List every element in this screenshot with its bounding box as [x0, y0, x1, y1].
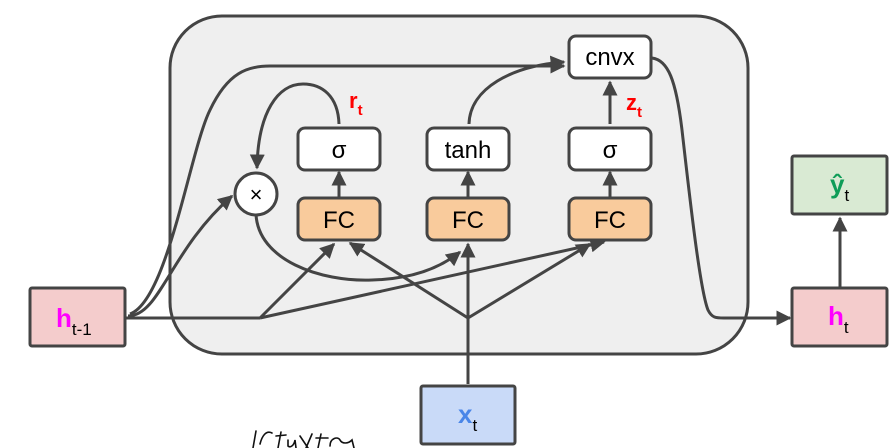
update-sigma-label: σ	[603, 137, 618, 164]
node-h-prev: ht-1	[28, 286, 127, 348]
node-candidate-tanh: tanh	[425, 126, 511, 172]
h-t-symbol: h	[828, 301, 844, 331]
reset-sigma-label: σ	[332, 137, 347, 164]
edge-multiply-to-candidate-fc	[254, 213, 462, 282]
candidate-fc-label: FC	[452, 207, 484, 234]
x-t-subscript: t	[472, 416, 477, 435]
node-update-sigma: σ	[567, 126, 653, 172]
node-update-fc: FC	[567, 196, 653, 242]
edge-xt-to-reset-fc	[348, 241, 469, 320]
reset-fc-label: FC	[323, 207, 355, 234]
y-hat-symbol: ŷ	[830, 169, 845, 199]
node-h-t: ht	[790, 286, 889, 348]
node-candidate-fc: FC	[425, 196, 511, 242]
svg-text:ŷt: ŷt	[830, 169, 849, 205]
update-fc-label: FC	[594, 207, 626, 234]
gru-cell-container	[168, 14, 750, 356]
edge-hprev-to-cnvx	[129, 58, 566, 316]
edge-hprev-to-reset-fc	[258, 242, 336, 320]
update-gate-label: zt	[626, 90, 642, 121]
multiply-icon: ×	[250, 182, 263, 207]
h-t-subscript: t	[844, 318, 849, 337]
edge-reset-to-multiply	[249, 82, 341, 170]
edge-xt-to-update-fc	[467, 242, 592, 320]
node-y-hat: ŷt	[790, 154, 889, 216]
h-prev-symbol: h	[56, 303, 72, 333]
svg-text:xt: xt	[458, 399, 477, 435]
y-hat-subscript: t	[844, 186, 849, 205]
node-reset-fc: FC	[296, 196, 382, 242]
node-multiply: ×	[233, 171, 279, 217]
edge-tanh-to-cnvx	[467, 55, 566, 125]
svg-text:ht: ht	[828, 301, 849, 337]
handwritten-annotation	[252, 430, 355, 448]
candidate-tanh-label: tanh	[445, 137, 492, 164]
svg-text:ht-1: ht-1	[56, 303, 92, 339]
edge-hprev-to-update-fc	[259, 237, 606, 320]
h-prev-subscript: t-1	[72, 320, 92, 339]
node-reset-sigma: σ	[296, 126, 382, 172]
x-t-symbol: x	[458, 399, 473, 429]
edge-cnvx-to-ht	[651, 56, 792, 326]
node-cnvx: cnvx	[567, 34, 653, 80]
node-x-t: xt	[419, 384, 517, 446]
edge-hprev-to-multiply	[127, 194, 234, 318]
reset-gate-label: rt	[349, 88, 363, 119]
cnvx-label: cnvx	[585, 44, 634, 71]
